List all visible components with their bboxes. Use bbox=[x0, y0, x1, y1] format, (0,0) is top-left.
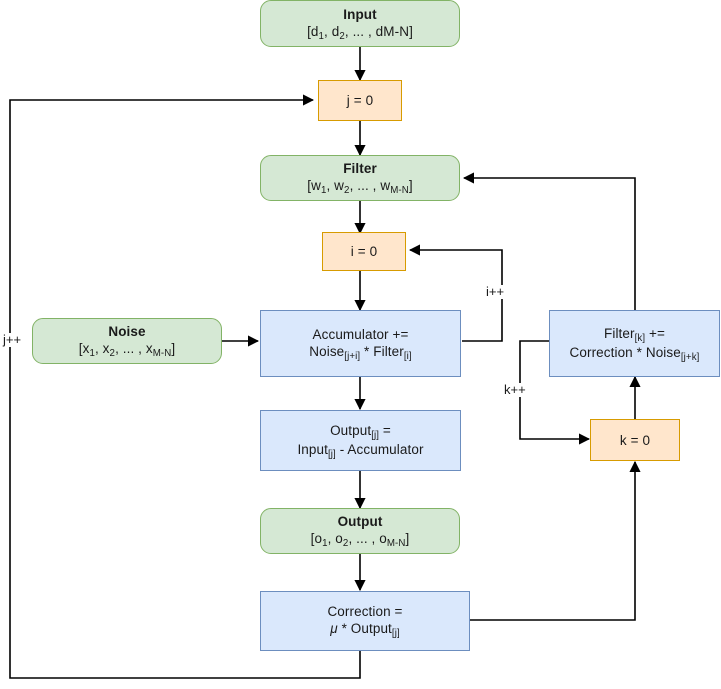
node-accumulator: Accumulator += Noise[j+i] * Filter[i] bbox=[260, 310, 461, 377]
node-noise-title: Noise bbox=[108, 324, 146, 339]
node-output-calc-line2: Input[j] - Accumulator bbox=[297, 441, 424, 460]
node-input-title: Input bbox=[343, 6, 377, 22]
node-filter-update-line2: Correction * Noise[j+k] bbox=[569, 344, 700, 363]
node-j-init: j = 0 bbox=[318, 80, 402, 121]
node-filter: Filter [w1, w2, ... , wM-N] bbox=[260, 155, 460, 201]
node-i-init-label: i = 0 bbox=[350, 244, 378, 259]
node-k-init: k = 0 bbox=[590, 419, 680, 461]
node-correction-line2: μ * Output[j] bbox=[330, 621, 400, 640]
node-output-calc-line1: Output[j] = bbox=[330, 422, 391, 441]
node-output: Output [o1, o2, ... , oM-N] bbox=[260, 508, 460, 554]
node-output-values: [o1, o2, ... , oM-N] bbox=[310, 531, 410, 550]
node-noise: Noise [x1, x2, ... , xM-N] bbox=[32, 318, 222, 364]
edge-label-k-increment: k++ bbox=[503, 382, 527, 397]
node-filter-update: Filter[k] += Correction * Noise[j+k] bbox=[549, 310, 720, 377]
edge-label-i-increment: i++ bbox=[485, 284, 506, 299]
node-correction: Correction = μ * Output[j] bbox=[260, 591, 470, 651]
node-input-values: [d1, d2, ... , dM-N] bbox=[307, 23, 413, 42]
node-filter-title: Filter bbox=[343, 161, 377, 176]
node-filter-values: [w1, w2, ... , wM-N] bbox=[307, 178, 413, 197]
node-j-init-label: j = 0 bbox=[346, 93, 374, 108]
node-accumulator-line1: Accumulator += bbox=[312, 326, 409, 342]
node-noise-values: [x1, x2, ... , xM-N] bbox=[78, 341, 176, 360]
edge-correction-to-kinit bbox=[470, 460, 641, 621]
node-accumulator-line2: Noise[j+i] * Filter[i] bbox=[309, 343, 412, 362]
node-correction-line1: Correction = bbox=[327, 604, 403, 619]
node-k-init-label: k = 0 bbox=[619, 432, 651, 448]
node-output-title: Output bbox=[337, 514, 383, 529]
node-output-calc: Output[j] = Input[j] - Accumulator bbox=[260, 410, 461, 471]
node-input: Input [d1, d2, ... , dM-N] bbox=[260, 0, 460, 47]
node-i-init: i = 0 bbox=[322, 232, 406, 271]
node-filter-update-line1: Filter[k] += bbox=[604, 325, 665, 344]
edge-label-j-increment: j++ bbox=[2, 332, 23, 347]
